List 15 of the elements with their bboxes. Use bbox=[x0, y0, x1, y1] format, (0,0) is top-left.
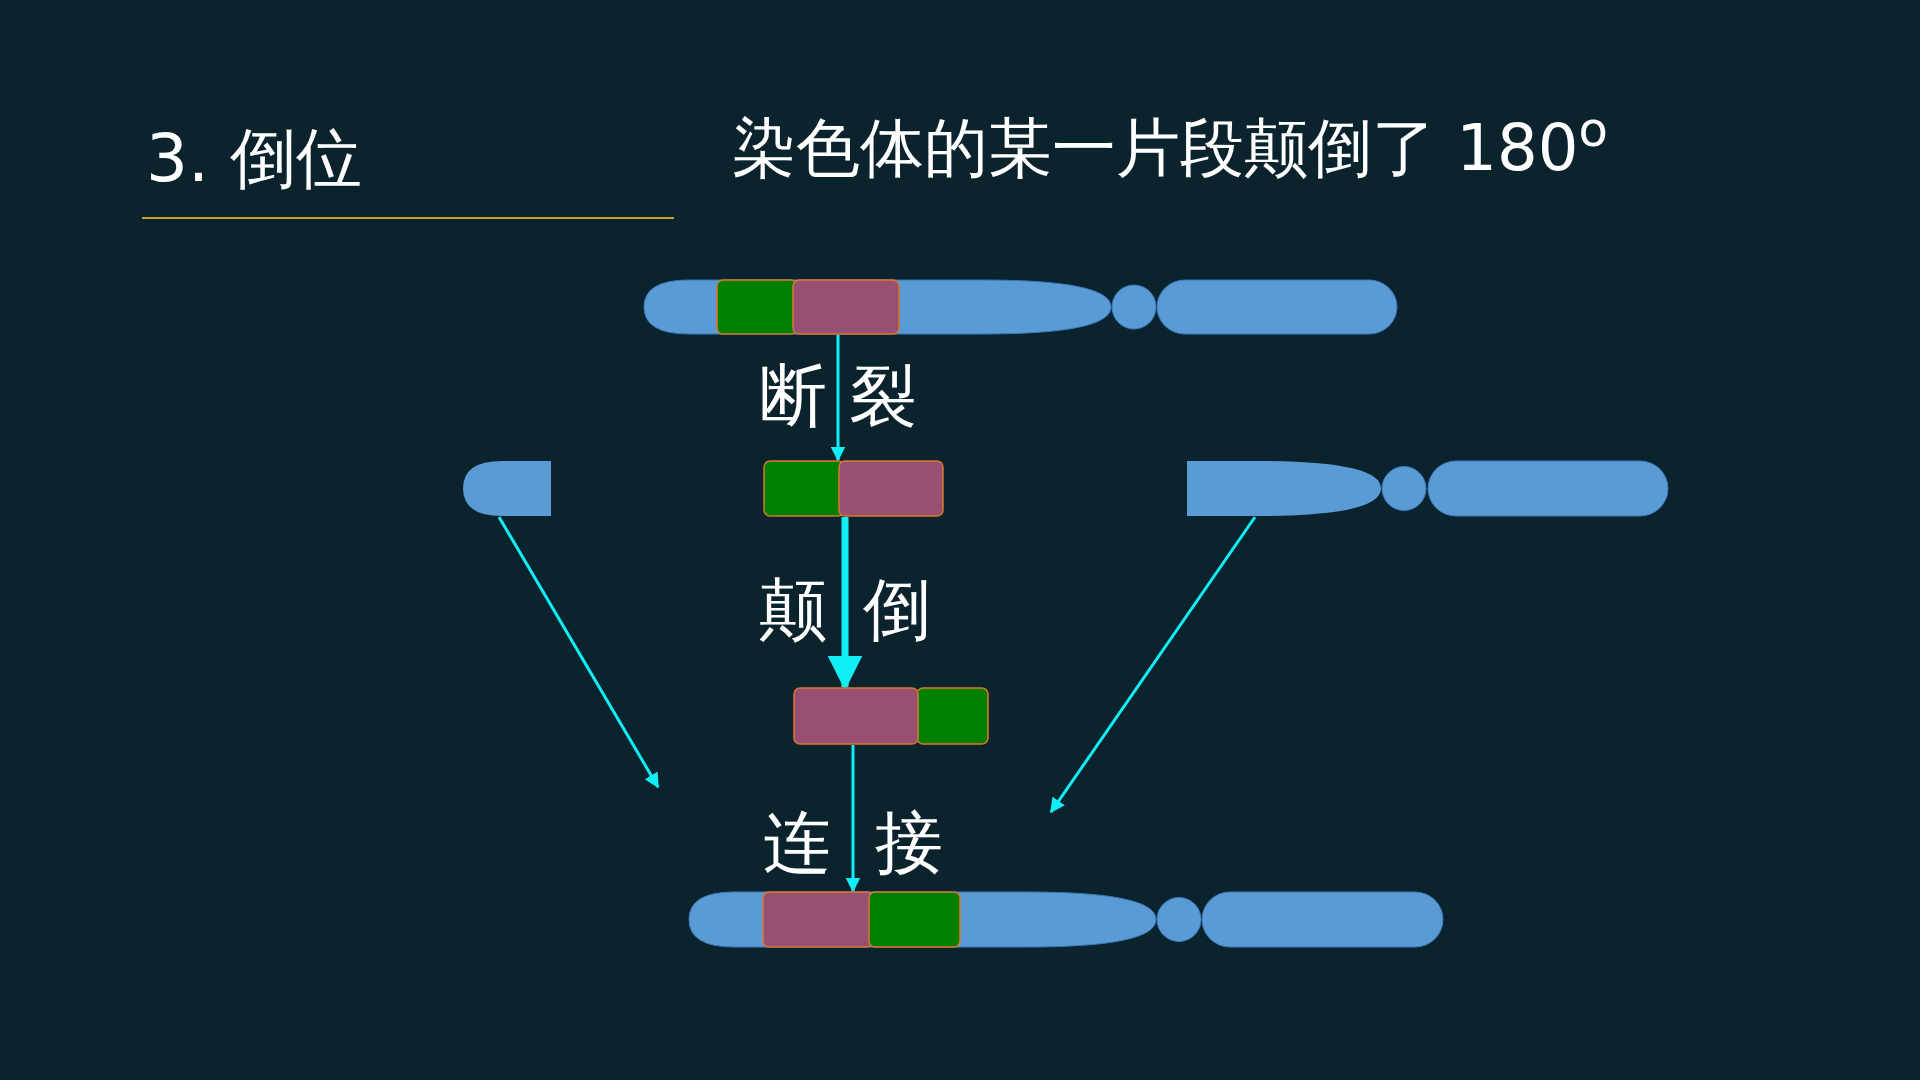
arrow bbox=[830, 335, 846, 462]
slide-title: 3. 倒位 bbox=[146, 119, 362, 199]
subtitle-text: 染色体的某一片段颠倒了 180$^{o}$ bbox=[732, 108, 1608, 187]
inverted-segment-drawing bbox=[793, 687, 989, 745]
edge-label: 颠倒 bbox=[759, 576, 967, 644]
edge-label: 连接 bbox=[763, 809, 987, 877]
arrow bbox=[845, 745, 861, 893]
arrow bbox=[1049, 516, 1257, 814]
chromosome-drawing bbox=[688, 891, 1444, 948]
chromosome-drawing bbox=[643, 279, 1398, 335]
chromosome-fragment-drawing bbox=[1187, 460, 1669, 517]
arrow bbox=[497, 516, 660, 789]
edge-label: 断裂 bbox=[759, 362, 939, 430]
chromosome-fragment-drawing bbox=[462, 460, 551, 517]
chromosome-segment-drawing bbox=[763, 460, 944, 517]
